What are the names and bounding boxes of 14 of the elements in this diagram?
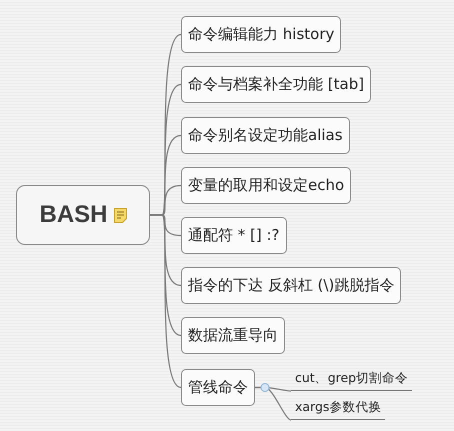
central-topic-box bbox=[16, 185, 150, 245]
topic-box: 数据流重导向 bbox=[181, 317, 285, 354]
topic-box: 命令别名设定功能alias bbox=[181, 117, 350, 154]
connector-line bbox=[150, 214, 182, 388]
subtopic-label: cut、grep切割命令 bbox=[291, 370, 412, 391]
topic-box: 指令的下达 反斜杠 (\)跳脱指令 bbox=[181, 267, 402, 304]
topic-text: BASH bbox=[39, 201, 108, 229]
topic-box: 通配符 * [] :? bbox=[181, 217, 287, 254]
subtopic-label: xargs参数代换 bbox=[291, 399, 386, 420]
connector-line bbox=[255, 386, 292, 421]
topic-box: 变量的取用和设定echo bbox=[181, 167, 352, 204]
topic-box: 命令与档案补全功能 [tab] bbox=[181, 66, 372, 103]
topic-box: 命令编辑能力 history bbox=[181, 16, 342, 53]
topic-box: 管线命令 bbox=[181, 369, 255, 406]
